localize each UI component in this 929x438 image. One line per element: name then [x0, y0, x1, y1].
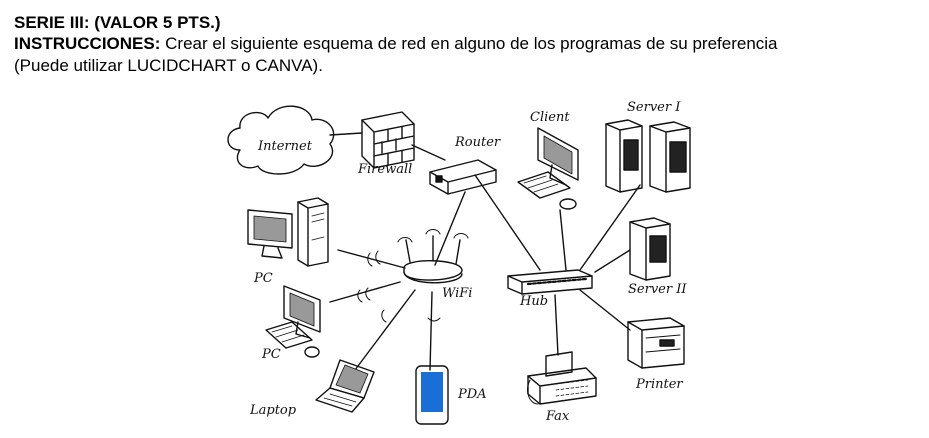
- server-ii-icon: Server II: [628, 217, 687, 297]
- instructions-header: SERIE III: (VALOR 5 PTS.) INSTRUCCIONES:…: [14, 12, 919, 77]
- connection-lines: [329, 132, 641, 371]
- client-computer-icon: Client: [517, 110, 579, 210]
- laptop-icon: Laptop: [249, 359, 375, 418]
- internet-cloud-icon: Internet: [227, 105, 335, 175]
- label-internet: Internet: [257, 139, 313, 154]
- label-laptop: Laptop: [249, 403, 297, 418]
- section-title: SERIE III: (VALOR 5 PTS.): [14, 13, 221, 32]
- label-router: Router: [454, 135, 501, 150]
- label-pc-2: PC: [261, 347, 281, 362]
- label-pc-1: PC: [253, 271, 273, 286]
- hub-icon: Hub: [507, 269, 593, 309]
- pc-1-icon: PC: [247, 197, 329, 286]
- fax-machine-icon: Fax: [527, 351, 597, 424]
- server-i-icon: Server I: [605, 100, 691, 193]
- label-wifi: WiFi: [442, 286, 472, 301]
- label-hub: Hub: [519, 294, 548, 309]
- printer-icon: Printer: [627, 317, 685, 392]
- router-icon: Router: [429, 135, 501, 195]
- label-client: Client: [530, 110, 570, 125]
- label-server-2: Server II: [628, 282, 687, 297]
- instructions-paragraph: INSTRUCCIONES: Crear el siguiente esquem…: [14, 33, 919, 55]
- label-server-1: Server I: [627, 100, 681, 115]
- instructions-label: INSTRUCCIONES:: [14, 34, 161, 53]
- firewall-icon: Firewall: [357, 111, 415, 177]
- label-fax: Fax: [545, 409, 570, 424]
- pda-icon: PDA: [415, 365, 487, 425]
- label-firewall: Firewall: [357, 162, 412, 177]
- pc-2-icon: PC: [261, 285, 321, 362]
- label-printer: Printer: [635, 377, 683, 392]
- instructions-line2: (Puede utilizar LUCIDCHART o CANVA).: [14, 56, 323, 75]
- instructions-text: Crear el siguiente esquema de red en alg…: [160, 34, 778, 53]
- wifi-access-point-icon: WiFi: [357, 229, 472, 323]
- label-pda: PDA: [457, 387, 487, 402]
